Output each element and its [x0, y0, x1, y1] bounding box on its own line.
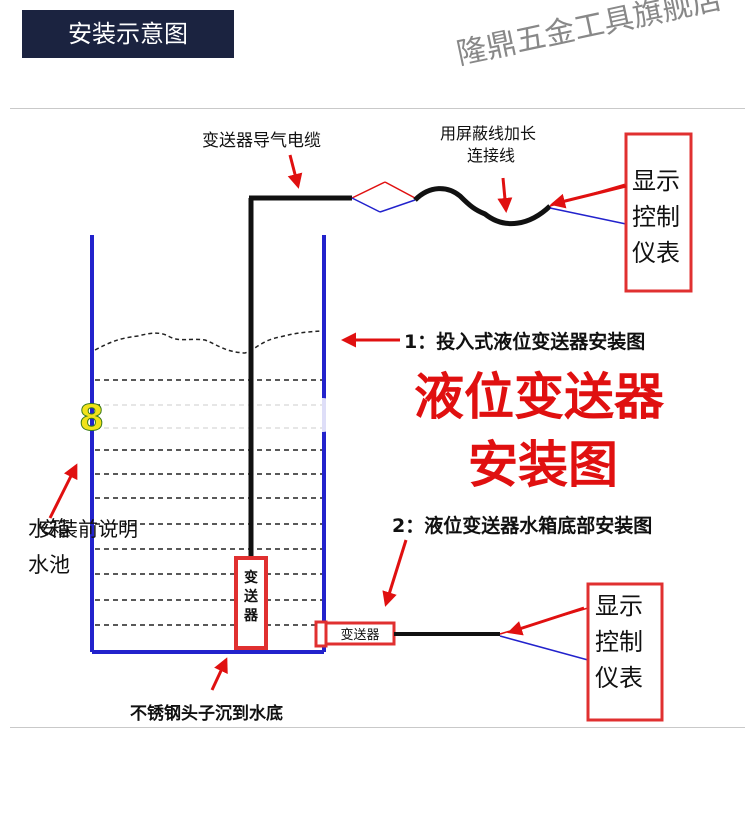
arrow-cable [287, 154, 303, 189]
cable-label: 变送器导气电缆 [202, 131, 321, 151]
method2-label: 2：液位变送器水箱底部安装图 [392, 514, 652, 537]
display-top-line3: 仪表 [632, 239, 680, 267]
arrow-tank [48, 463, 78, 519]
water-tank [90, 235, 326, 654]
steel-head-label: 不锈钢头子沉到水底 [130, 703, 283, 724]
transmitter-cable [248, 195, 352, 560]
shield-label-line1: 用屏蔽线加长 [440, 124, 536, 143]
bottom-divider [10, 727, 745, 728]
transmitter-probe [234, 556, 268, 650]
arrow-extension [497, 177, 513, 213]
shielded-extension-cable [413, 186, 552, 227]
overlay-blob: 8 [79, 398, 335, 440]
arrow-method2 [382, 539, 408, 607]
probe-label-char3: 器 [243, 608, 259, 624]
display-top-line2: 控制 [632, 203, 680, 231]
tank-label-1: 水箱 [28, 517, 70, 541]
shield-label-line2: 连接线 [467, 146, 515, 165]
water-surface [94, 330, 323, 354]
method1-label: 1：投入式液位变送器安装图 [404, 330, 645, 353]
display-bottom-line3: 仪表 [595, 664, 643, 692]
stray-digit: 8 [79, 398, 104, 439]
bottom-probe-label: 变送器 [340, 627, 379, 643]
arrow-steel-head [210, 657, 228, 691]
top-connector [351, 181, 416, 213]
top-divider [10, 108, 745, 109]
install-note-label: 安装前说明 [38, 517, 138, 541]
bottom-display-wires [499, 607, 589, 661]
big-title-line2: 安装图 [468, 436, 618, 494]
display-bottom-line1: 显示 [595, 592, 643, 620]
big-title-line1: 液位变送器 [414, 368, 665, 426]
display-meter-top [624, 132, 693, 293]
display-bottom-line2: 控制 [595, 628, 643, 656]
display-top-line1: 显示 [632, 167, 680, 195]
arrow-display-top [550, 184, 627, 209]
probe-label-char2: 送 [243, 588, 259, 605]
probe-label-char1: 变 [244, 569, 258, 586]
arrows [48, 154, 627, 691]
tank-label-2: 水池 [28, 553, 70, 577]
arrow-display-bottom [507, 606, 585, 636]
display-meter-bottom [586, 582, 664, 722]
page-title: 安装示意图 [22, 10, 234, 58]
